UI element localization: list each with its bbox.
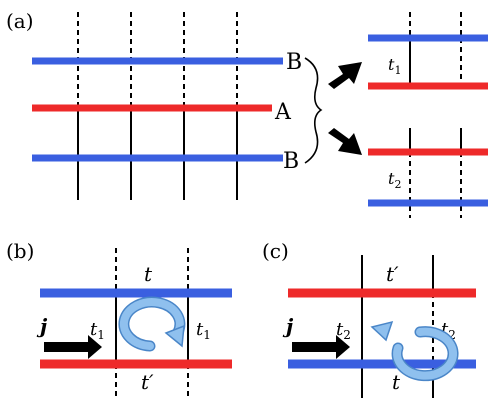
c-left-hop-label: t2	[336, 319, 351, 342]
inset-bottom-hop-label: t2	[388, 169, 401, 191]
layer-a-label: A	[274, 100, 292, 125]
a-inset-bottom	[368, 128, 488, 218]
arrow-up-right-icon	[328, 62, 362, 89]
arrow-down-right-icon	[328, 128, 362, 155]
panel-b-label: (b)	[6, 239, 34, 263]
a-inset-top	[368, 12, 488, 90]
c-current-label: j	[282, 314, 294, 338]
b-current-label: j	[36, 314, 48, 338]
b-circulation-icon	[118, 296, 186, 352]
panel-a-grid	[32, 12, 283, 200]
b-right-hop-label: t1	[196, 319, 211, 342]
layer-b-top-label: B	[286, 50, 302, 75]
b-bottom-hop-label: t′	[141, 370, 154, 394]
inset-top-hop-label: t1	[388, 55, 401, 77]
c-current-arrow-icon	[292, 335, 350, 359]
b-top-hop-label: t	[144, 262, 153, 286]
panel-c-label: (c)	[262, 239, 289, 263]
c-circulation-icon	[370, 320, 459, 382]
c-right-hop-label: t2	[441, 319, 456, 342]
c-top-hop-label: t′	[386, 262, 399, 286]
layer-b-bottom-label: B	[283, 149, 299, 174]
brace-icon	[304, 57, 323, 164]
b-left-hop-label: t1	[90, 319, 105, 342]
panel-a-label: (a)	[6, 9, 34, 33]
c-bottom-hop-label: t	[392, 370, 401, 394]
panel-b-plaquette	[40, 248, 232, 398]
b-current-arrow-icon	[44, 335, 102, 359]
